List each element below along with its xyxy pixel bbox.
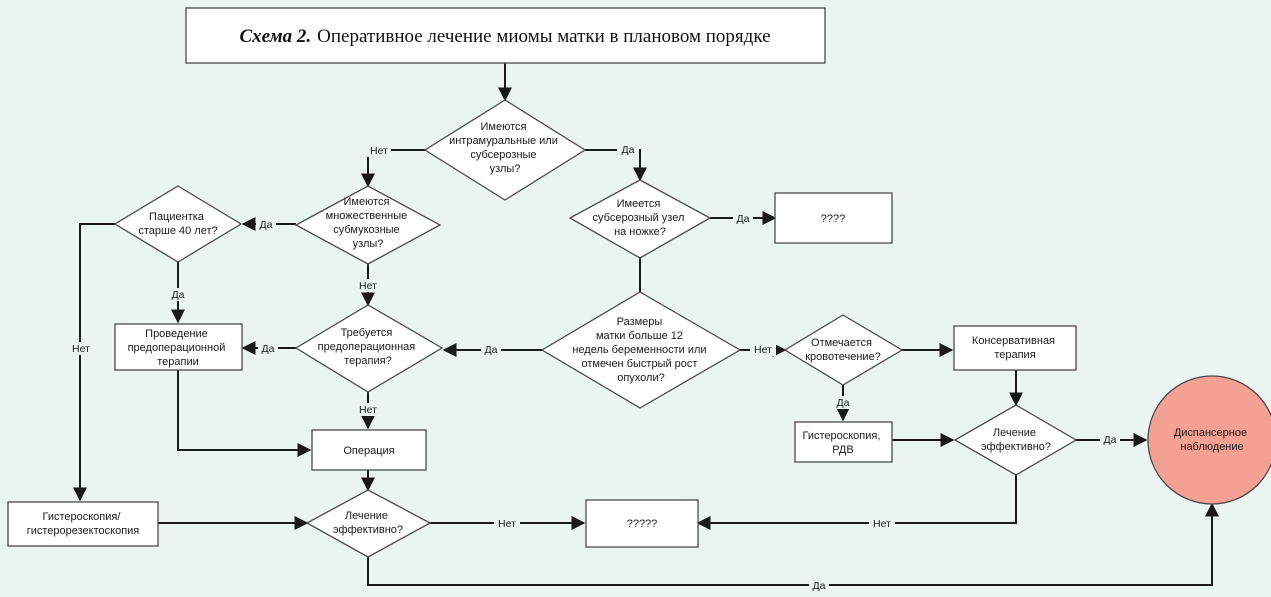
edge-label-no: Нет bbox=[754, 344, 772, 356]
edge-label-yes: Да bbox=[172, 289, 185, 301]
decision-bleeding: Отмечается кровотечение? bbox=[783, 314, 904, 386]
edge-label-no: Нет bbox=[873, 518, 891, 530]
unknown-top-box: ???? bbox=[774, 192, 893, 244]
edge-label-yes: Да bbox=[622, 144, 635, 156]
svg-text:Имеются интрамуральные и: Имеются интрамуральные или субсерозные у… bbox=[449, 121, 561, 175]
svg-text:Гистероскопия, РДВ: Гистероскопия, РДВ bbox=[803, 430, 884, 456]
svg-text:Лечение эффективно?: Лечение эффективно? bbox=[981, 427, 1051, 453]
conservative-therapy-box: Консервативная терапия bbox=[953, 325, 1077, 371]
decision-effective-bottom: Лечение эффективно? bbox=[305, 489, 432, 558]
edge-label-yes: Да bbox=[737, 213, 750, 225]
decision-intramural-nodes: Имеются интрамуральные или субсерозные у… bbox=[423, 99, 587, 201]
edge-intramural-yes bbox=[585, 149, 647, 182]
preop-therapy-box: Проведение предоперационной терапии bbox=[114, 323, 243, 371]
hysteroresectoscopy-box: Гистероскопия/ гистерорезектоскопия bbox=[7, 501, 159, 547]
edge-label-no: Нет bbox=[72, 343, 90, 355]
svg-text:Отмечается кровотечение?: Отмечается кровотечение? bbox=[805, 337, 881, 363]
edge-label-no: Нет bbox=[498, 518, 516, 530]
svg-text:????: ???? bbox=[821, 213, 845, 225]
svg-text:Диспансерное наблюдение: Диспансерное наблюдение bbox=[1174, 427, 1250, 453]
svg-text:Гистероскопия/ гистероре: Гистероскопия/ гистерорезектоскопия bbox=[27, 511, 140, 537]
title-box: Схема 2.Оперативное лечение миомы матки … bbox=[185, 7, 826, 64]
edge-labels: Нет Да Да Да Нет Да Нет Да Да Нет Нет Да… bbox=[68, 143, 1120, 592]
decision-effective-right: Лечение эффективно? bbox=[953, 404, 1078, 476]
edge-label-yes: Да bbox=[1104, 434, 1117, 446]
svg-text:Лечение эффективно?: Лечение эффективно? bbox=[333, 510, 403, 536]
edge-label-yes: Да bbox=[813, 580, 826, 592]
svg-text:Требуется предоперационн: Требуется предоперационная терапия? bbox=[318, 327, 419, 367]
svg-text:?????: ????? bbox=[627, 518, 658, 530]
decision-preop: Требуется предоперационная терапия? bbox=[294, 304, 444, 393]
dispensary-terminal: Диспансерное наблюдение bbox=[1147, 375, 1271, 505]
decision-age: Пациентка старше 40 лет? bbox=[113, 185, 243, 263]
edge-label-yes: Да bbox=[260, 219, 273, 231]
hysteroscopy-rdv-box: Гистероскопия, РДВ bbox=[794, 421, 893, 463]
edge-effective-bottom-yes bbox=[367, 502, 1219, 586]
svg-text:Имеется субсерозный узел: Имеется субсерозный узел на ножке? bbox=[593, 198, 688, 238]
decision-submucous-nodes: Имеются множественные субмукозные узлы? bbox=[294, 185, 442, 265]
edge-label-yes: Да bbox=[837, 397, 850, 409]
decision-subserous-leg: Имеется субсерозный узел на ножке? bbox=[568, 179, 712, 259]
edge-label-no: Нет bbox=[359, 280, 377, 292]
edge-preoptherapy-to-operation bbox=[177, 370, 312, 457]
svg-text:Консервативная терапия: Консервативная терапия bbox=[972, 335, 1058, 361]
edge-label-no: Нет bbox=[370, 145, 388, 157]
edge-label-yes: Да bbox=[485, 344, 498, 356]
svg-text:Проведение предоперацион: Проведение предоперационной терапии bbox=[128, 328, 229, 368]
edge-age-no bbox=[73, 223, 115, 502]
page-title: Схема 2.Оперативное лечение миомы матки … bbox=[239, 26, 770, 47]
decision-size: Размеры матки больше 12 недель беременно… bbox=[540, 291, 742, 409]
edge-effective-right-no bbox=[696, 475, 1017, 530]
edge-label-yes: Да bbox=[262, 343, 275, 355]
svg-text:Операция: Операция bbox=[343, 445, 394, 457]
svg-text:Пациентка старше 40 лет?: Пациентка старше 40 лет? bbox=[138, 211, 217, 237]
svg-text:Размеры матки больше 12: Размеры матки больше 12 недель беременно… bbox=[572, 316, 709, 384]
svg-text:Имеются множественные: Имеются множественные субмукозные узлы? bbox=[326, 196, 411, 250]
unknown-bottom-box: ????? bbox=[585, 499, 699, 548]
operation-box: Операция bbox=[311, 429, 427, 471]
edge-label-no: Нет bbox=[359, 404, 377, 416]
